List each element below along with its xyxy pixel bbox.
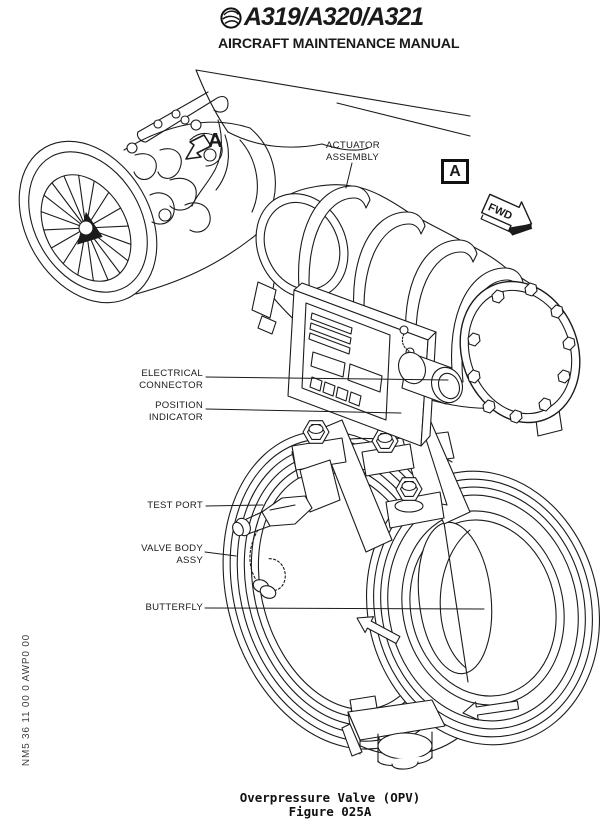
leader-valve-body-assy	[204, 551, 237, 557]
fan-blades	[40, 174, 132, 282]
leader-actuator-assembly	[345, 162, 353, 189]
engine-piping	[126, 91, 229, 233]
bottom-bracket	[341, 695, 446, 770]
label-position-indicator: POSITION INDICATOR	[148, 400, 203, 423]
figure-caption-title: Overpressure Valve (OPV)	[239, 790, 421, 805]
leader-position-indicator	[205, 408, 402, 414]
figure-caption: Overpressure Valve (OPV) Figure 025A	[180, 791, 480, 819]
detail-box-a: A	[441, 159, 469, 184]
detail-marker-a: A	[208, 130, 223, 152]
flow-arrow-2-icon	[462, 700, 520, 721]
actuator-assembly	[251, 184, 581, 447]
butterfly-shaft	[442, 515, 469, 683]
figure-caption-number: Figure 025A	[288, 804, 372, 819]
leader-butterfly	[204, 607, 485, 610]
label-electrical-connector: ELECTRICAL CONNECTOR	[139, 368, 203, 391]
label-actuator-assembly: ACTUATOR ASSEMBLY	[326, 140, 380, 163]
detail-a-arrow-icon	[185, 134, 212, 160]
page-reference-code: NM5 36 11 00 0 AWP0 00	[21, 633, 32, 767]
flow-arrow-icon	[356, 616, 401, 645]
airbus-logo-icon	[220, 7, 242, 29]
leader-lines	[204, 162, 485, 610]
label-test-port: TEST PORT	[147, 500, 203, 511]
fwd-arrow-icon: FWD	[480, 193, 533, 236]
opv-illustration: OPEN	[222, 184, 601, 770]
page-title: A319/A320/A321	[244, 3, 424, 31]
label-butterfly: BUTTERFLY	[145, 602, 203, 613]
mount-brackets	[291, 389, 563, 529]
leader-test-port	[205, 504, 264, 507]
flange-bolts	[467, 282, 576, 424]
manual-title: AIRCRAFT MAINTENANCE MANUAL	[218, 36, 460, 52]
engine-illustration	[18, 69, 471, 304]
control-box-data-plate	[287, 282, 437, 447]
test-port	[232, 459, 341, 599]
label-valve-body-assy: VALVE BODY ASSY	[141, 543, 203, 566]
leader-electrical-connector	[205, 376, 449, 381]
